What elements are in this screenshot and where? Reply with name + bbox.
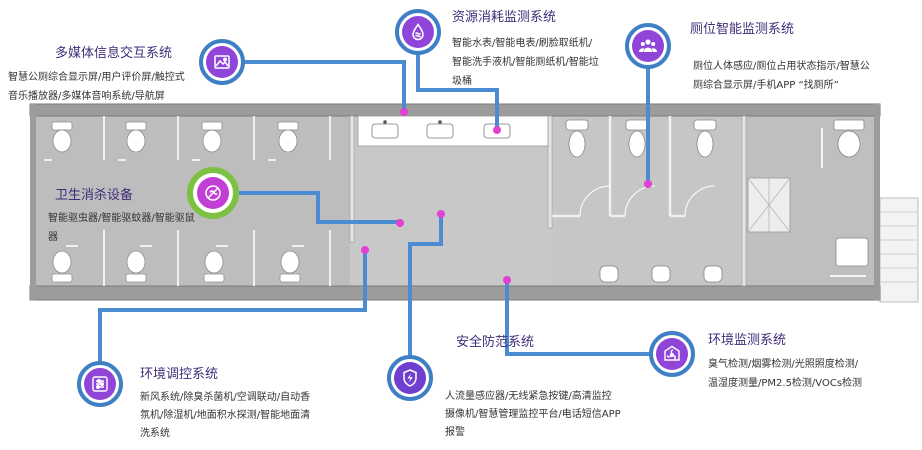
line-resource [416, 54, 499, 130]
description-line: 臭气检测/烟雾检测/光照照度检测/ [708, 359, 859, 370]
description-line: 报警 [445, 427, 465, 438]
right-stalls [552, 116, 723, 283]
left-stalls-top [44, 116, 331, 161]
water-drop-icon [412, 23, 424, 41]
dot-env-monitor [503, 276, 511, 284]
description-line: 氛机/除湿机/地面积水探测/智能地面清 [140, 410, 311, 421]
description-line: 圾桶 [452, 76, 472, 87]
resource-title: 资源消耗监测系统 [452, 10, 557, 25]
dot-resource [493, 126, 501, 134]
sanitation-title: 卫生消杀设备 [55, 188, 134, 203]
sanitation-icon-badge [187, 167, 239, 219]
gallery-icon [214, 55, 230, 69]
resource-description: 智能水表/智能电表/刷脸取纸机/ 智能洗手液机/智能厕纸机/智能垃 圾桶 [452, 34, 599, 91]
line-sanitation [239, 191, 400, 224]
people-icon [639, 39, 657, 52]
description-line: 厕位人体感应/厕位占用状态指示/智慧公 [693, 61, 870, 72]
dot-env-control [361, 246, 369, 254]
description-line: 温湿度测量/PM2.5检测/VOCs检测 [708, 378, 863, 389]
control-sliders-icon [92, 376, 108, 392]
urinals [599, 265, 723, 283]
env-monitor-icon-badge [649, 331, 695, 377]
bottom-wall [29, 285, 881, 301]
outside-stairs [879, 197, 919, 303]
security-description: 人流量感应器/无线紧急按键/高清监控 摄像机/智慧管理监控平台/电话短信APP … [445, 388, 621, 442]
description-line: 洗系统 [140, 428, 170, 439]
description-line: 音乐播放器/多媒体音响系统/导航屏 [8, 91, 165, 102]
floor-plan [29, 103, 919, 303]
stall-title: 厕位智能监测系统 [690, 22, 795, 37]
stall-icon-badge [625, 23, 671, 69]
description-line: 摄像机/智慧管理监控平台/电话短信APP [445, 409, 621, 420]
sanitation-description: 智能驱虫器/智能驱蚊器/智能驱鼠 器 [48, 209, 195, 247]
room-wall [741, 115, 747, 287]
sensor-dots [361, 108, 652, 284]
line-security [408, 214, 443, 356]
fan-icon [664, 345, 680, 361]
dot-sanitation [396, 219, 404, 227]
env-control-icon-badge [77, 361, 123, 407]
line-env-control [98, 250, 367, 362]
resource-icon-badge [395, 9, 441, 55]
shield-lightning-icon [403, 369, 417, 387]
middle-wall [547, 115, 553, 229]
dot-stall [644, 180, 652, 188]
env-control-description: 新风系统/除臭杀菌机/空调联动/自动香 氛机/除湿机/地面积水探测/智能地面清 … [140, 389, 310, 443]
description-line: 智能驱虫器/智能驱蚊器/智能驱鼠 [48, 213, 195, 224]
dot-multimedia [400, 108, 408, 116]
multimedia-description: 智慧公厕综合显示屏/用户评价屏/触控式 音乐播放器/多媒体音响系统/导航屏 [8, 68, 185, 106]
description-line: 智能洗手液机/智能厕纸机/智能垃 [452, 57, 599, 68]
multimedia-title: 多媒体信息交互系统 [55, 46, 173, 61]
description-line: 器 [48, 232, 58, 243]
left-stalls-bottom [51, 230, 331, 286]
description-line: 智慧公厕综合显示屏/用户评价屏/触控式 [8, 72, 185, 83]
sink-counter [357, 115, 549, 147]
env-monitor-title: 环境监测系统 [708, 333, 787, 348]
description-line: 新风系统/除臭杀菌机/空调联动/自动香 [140, 392, 311, 403]
accessible-room-fixtures [747, 119, 869, 277]
security-title: 安全防范系统 [456, 335, 535, 350]
line-multimedia [244, 60, 406, 112]
line-env-monitor [505, 280, 650, 356]
description-line: 厕综合显示屏/手机APP “找厕所” [693, 80, 839, 91]
disinfection-icon [205, 185, 221, 201]
right-wall [874, 104, 880, 300]
env-control-title: 环境调控系统 [140, 367, 219, 382]
corridor-wall [349, 115, 355, 243]
description-line: 智能水表/智能电表/刷脸取纸机/ [452, 38, 593, 49]
description-line: 人流量感应器/无线紧急按键/高清监控 [445, 391, 612, 402]
multimedia-icon-badge [199, 39, 245, 85]
left-wall [30, 104, 36, 300]
env-monitor-description: 臭气检测/烟雾检测/光照照度检测/ 温湿度测量/PM2.5检测/VOCs检测 [708, 355, 862, 393]
connector-lines [98, 54, 650, 362]
security-icon-badge [387, 355, 433, 401]
dot-security [437, 210, 445, 218]
stall-description: 厕位人体感应/厕位占用状态指示/智慧公 厕综合显示屏/手机APP “找厕所” [693, 57, 870, 95]
